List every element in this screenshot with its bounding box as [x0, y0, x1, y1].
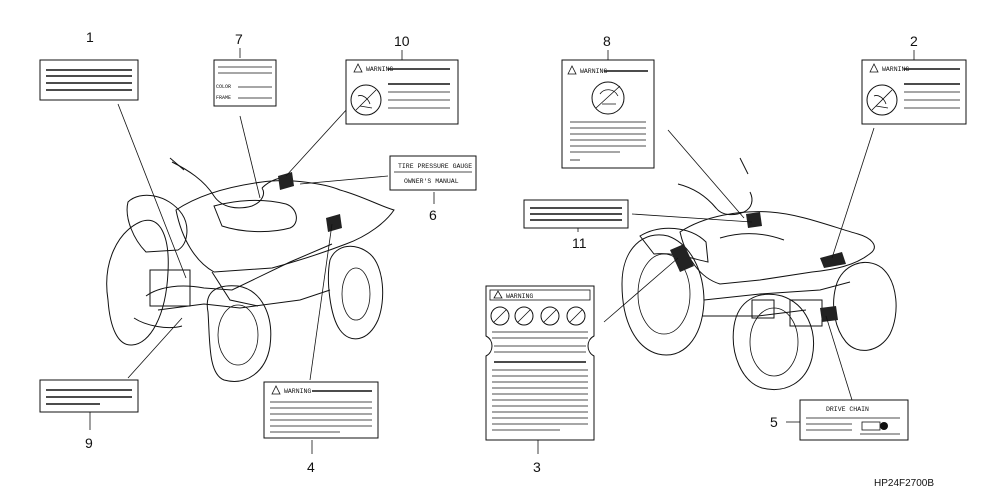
- tire-gauge-line2: OWNER'S MANUAL: [404, 178, 459, 185]
- label-6-plate: TIRE PRESSURE GAUGE OWNER'S MANUAL: [389, 155, 477, 191]
- label-11-plate: [523, 199, 629, 229]
- callout-10: 10: [394, 33, 410, 49]
- warning-header: WARNING: [506, 293, 533, 300]
- leader-lines: [89, 48, 915, 454]
- warning-triangle-icon: [493, 290, 503, 299]
- no-rider-icon: [490, 306, 510, 326]
- warning-triangle-icon: [353, 63, 363, 73]
- warning-triangle-icon: [271, 385, 281, 395]
- callout-6: 6: [429, 207, 437, 223]
- label-10-plate: WARNING: [345, 59, 459, 125]
- drive-chain-text: DRIVE CHAIN: [826, 406, 869, 413]
- no-rider-icon: [514, 306, 534, 326]
- color-field-label: COLOR: [216, 84, 231, 90]
- warning-header: WARNING: [882, 66, 909, 73]
- callout-1: 1: [86, 29, 94, 45]
- warning-header: WARNING: [580, 68, 607, 75]
- no-rider-icon: [566, 306, 586, 326]
- padlock-icon: [861, 421, 888, 431]
- callout-11: 11: [572, 235, 587, 251]
- callout-9: 9: [85, 435, 93, 451]
- callout-numbers: 1 7 10 8 2 6 11 9 4 3 5: [85, 29, 918, 475]
- label-1-plate: [39, 59, 139, 101]
- label-3-plate: WARNING: [485, 285, 595, 441]
- helmet-icon: [591, 81, 625, 115]
- label-8-plate: WARNING: [561, 59, 655, 169]
- no-rider-icon: [540, 306, 560, 326]
- warning-header: WARNING: [284, 388, 311, 395]
- atv-right: [621, 157, 897, 390]
- frame-field-label: FRAME: [216, 95, 231, 101]
- callout-8: 8: [603, 33, 611, 49]
- warning-triangle-icon: [567, 65, 577, 75]
- label-9-plate: [39, 379, 139, 413]
- no-rider-icon: [350, 84, 382, 116]
- atv-left: [106, 157, 395, 382]
- label-5-plate: DRIVE CHAIN: [799, 399, 909, 441]
- tire-gauge-line1: TIRE PRESSURE GAUGE: [398, 163, 472, 170]
- diagram-code: HP24F2700B: [874, 478, 934, 489]
- warning-triangle-icon: [869, 63, 879, 73]
- label-4-plate: WARNING: [263, 381, 379, 439]
- callout-5: 5: [770, 414, 778, 430]
- callout-3: 3: [533, 459, 541, 475]
- callout-7: 7: [235, 31, 243, 47]
- callout-4: 4: [307, 459, 315, 475]
- no-rider-icon: [866, 84, 898, 116]
- label-2-plate: WARNING: [861, 59, 967, 125]
- callout-2: 2: [910, 33, 918, 49]
- label-7-plate: COLOR FRAME: [213, 59, 277, 107]
- warning-header: WARNING: [366, 66, 393, 73]
